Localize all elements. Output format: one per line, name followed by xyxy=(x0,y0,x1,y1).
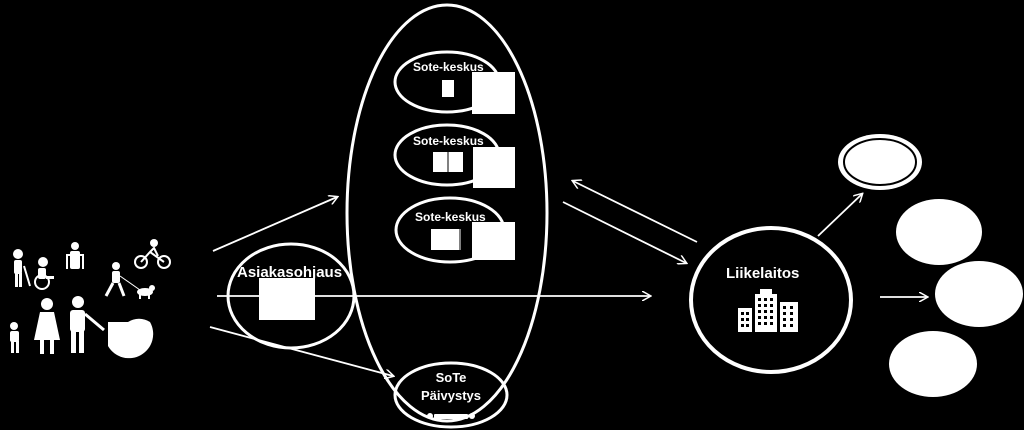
arrow-liikelaitos-to-sote xyxy=(573,181,698,243)
output-oval-top xyxy=(896,199,982,265)
sote-keskus-3-label: Sote-keskus xyxy=(415,210,486,224)
arrow-people-to-paivystys xyxy=(209,326,393,376)
people-group-icon xyxy=(10,239,171,359)
output-oval-ring xyxy=(838,134,922,190)
sote-centers-container xyxy=(345,3,549,423)
sote-keskus-2-label: Sote-keskus xyxy=(413,134,484,148)
sote-keskus-2-node xyxy=(393,123,515,188)
sote-keskus-3-node xyxy=(394,196,515,264)
sote-paivystys-node xyxy=(393,361,509,429)
arrow-people-to-sote xyxy=(212,197,337,252)
asiakasohjaus-label: Asiakasohjaus xyxy=(237,264,343,281)
arrow-sote-to-liikelaitos xyxy=(562,201,686,263)
ambulance-icon xyxy=(427,413,475,419)
office-building-icon xyxy=(738,289,798,332)
liikelaitos-node xyxy=(689,226,853,374)
liikelaitos-label: Liikelaitos xyxy=(726,265,800,282)
output-oval-bottom xyxy=(889,331,977,397)
paivystys-label: SoTe Päivystys xyxy=(411,369,491,405)
arrow-liikelaitos-to-ring xyxy=(817,194,862,237)
output-oval-middle xyxy=(935,261,1023,327)
paivystys-label-line2: Päivystys xyxy=(421,388,481,403)
sote-keskus-1-node xyxy=(393,50,515,114)
paivystys-label-line1: SoTe xyxy=(435,370,467,385)
sote-keskus-1-label: Sote-keskus xyxy=(413,60,484,74)
